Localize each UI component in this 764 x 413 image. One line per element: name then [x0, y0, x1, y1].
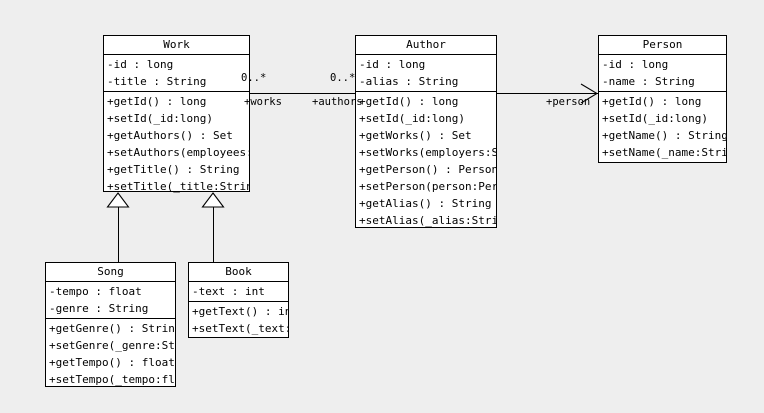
operation-row: +getTempo() : float — [49, 356, 175, 369]
operation-row: +setTitle(_title:String) — [107, 180, 249, 193]
operation-row: +getId() : long — [107, 95, 207, 108]
attribute-row: -tempo : float — [49, 285, 142, 298]
attribute-row: -genre : String — [49, 302, 149, 315]
class-box-author[interactable]: Author -id : long -alias : String +getId… — [355, 35, 497, 228]
operation-row: +getId() : long — [602, 95, 702, 108]
attributes-compartment-song: -tempo : float -genre : String — [46, 282, 175, 319]
generalization-line-song — [118, 207, 119, 262]
operation-row: +getPerson() : Person — [359, 163, 496, 176]
operation-row: +getWorks() : Set — [359, 129, 472, 142]
class-name-author: Author — [356, 36, 496, 55]
class-name-book: Book — [189, 263, 288, 282]
operation-row: +setGenre(_genre:String) — [49, 339, 175, 352]
operation-row: +setId(_id:long) — [602, 112, 708, 125]
attribute-row: -text : int — [192, 285, 265, 298]
attribute-row: -title : String — [107, 75, 207, 88]
operations-compartment-work: +getId() : long +setId(_id:long) +getAut… — [104, 92, 249, 197]
operations-compartment-song: +getGenre() : String +setGenre(_genre:St… — [46, 319, 175, 390]
operations-compartment-person: +getId() : long +setId(_id:long) +getNam… — [599, 92, 726, 163]
generalization-triangle-icon-book — [201, 192, 225, 208]
operation-row: +getName() : String — [602, 129, 726, 142]
attributes-compartment-work: -id : long -title : String — [104, 55, 249, 92]
class-box-person[interactable]: Person -id : long -name : String +getId(… — [598, 35, 727, 163]
multiplicity-author-side: 0..* — [330, 72, 356, 84]
operation-row: +getTitle() : String — [107, 163, 240, 176]
attribute-row: -id : long — [602, 58, 669, 71]
attributes-compartment-author: -id : long -alias : String — [356, 55, 496, 92]
attribute-row: -id : long — [359, 58, 426, 71]
attribute-row: -id : long — [107, 58, 174, 71]
operations-compartment-author: +getId() : long +setId(_id:long) +getWor… — [356, 92, 496, 231]
association-line-author-person — [497, 93, 598, 94]
operation-row: +setId(_id:long) — [359, 112, 465, 125]
operation-row: +setText(_text:int) — [192, 322, 288, 335]
operation-row: +getText() : int — [192, 305, 288, 318]
operation-row: +getAlias() : String — [359, 197, 492, 210]
class-name-work: Work — [104, 36, 249, 55]
role-label-authors: +authors — [312, 96, 363, 108]
operation-row: +setAlias(_alias:String) — [359, 214, 496, 227]
class-box-song[interactable]: Song -tempo : float -genre : String +get… — [45, 262, 176, 387]
attribute-row: -alias : String — [359, 75, 459, 88]
role-label-works: +works — [244, 96, 282, 108]
operations-compartment-book: +getText() : int +setText(_text:int) — [189, 302, 288, 339]
operation-row: +setName(_name:String) — [602, 146, 726, 159]
operation-row: +getAuthors() : Set — [107, 129, 233, 142]
operation-row: +setWorks(employers:Set) — [359, 146, 496, 159]
association-line-work-author — [250, 93, 355, 94]
generalization-line-book — [213, 207, 214, 262]
operation-row: +setTempo(_tempo:float) — [49, 373, 175, 386]
class-name-song: Song — [46, 263, 175, 282]
operation-row: +setId(_id:long) — [107, 112, 213, 125]
generalization-triangle-icon-song — [106, 192, 130, 208]
class-box-work[interactable]: Work -id : long -title : String +getId()… — [103, 35, 250, 193]
class-name-person: Person — [599, 36, 726, 55]
attribute-row: -name : String — [602, 75, 695, 88]
operation-row: +setPerson(person:Person) — [359, 180, 496, 193]
role-label-person: +person — [546, 96, 591, 108]
class-box-book[interactable]: Book -text : int +getText() : int +setTe… — [188, 262, 289, 338]
operation-row: +getGenre() : String — [49, 322, 175, 335]
attributes-compartment-book: -text : int — [189, 282, 288, 302]
operation-row: +setAuthors(employees:Set) — [107, 146, 249, 159]
operation-row: +getId() : long — [359, 95, 459, 108]
multiplicity-work-side: 0..* — [241, 72, 267, 84]
attributes-compartment-person: -id : long -name : String — [599, 55, 726, 92]
open-arrowhead-icon — [580, 83, 598, 103]
